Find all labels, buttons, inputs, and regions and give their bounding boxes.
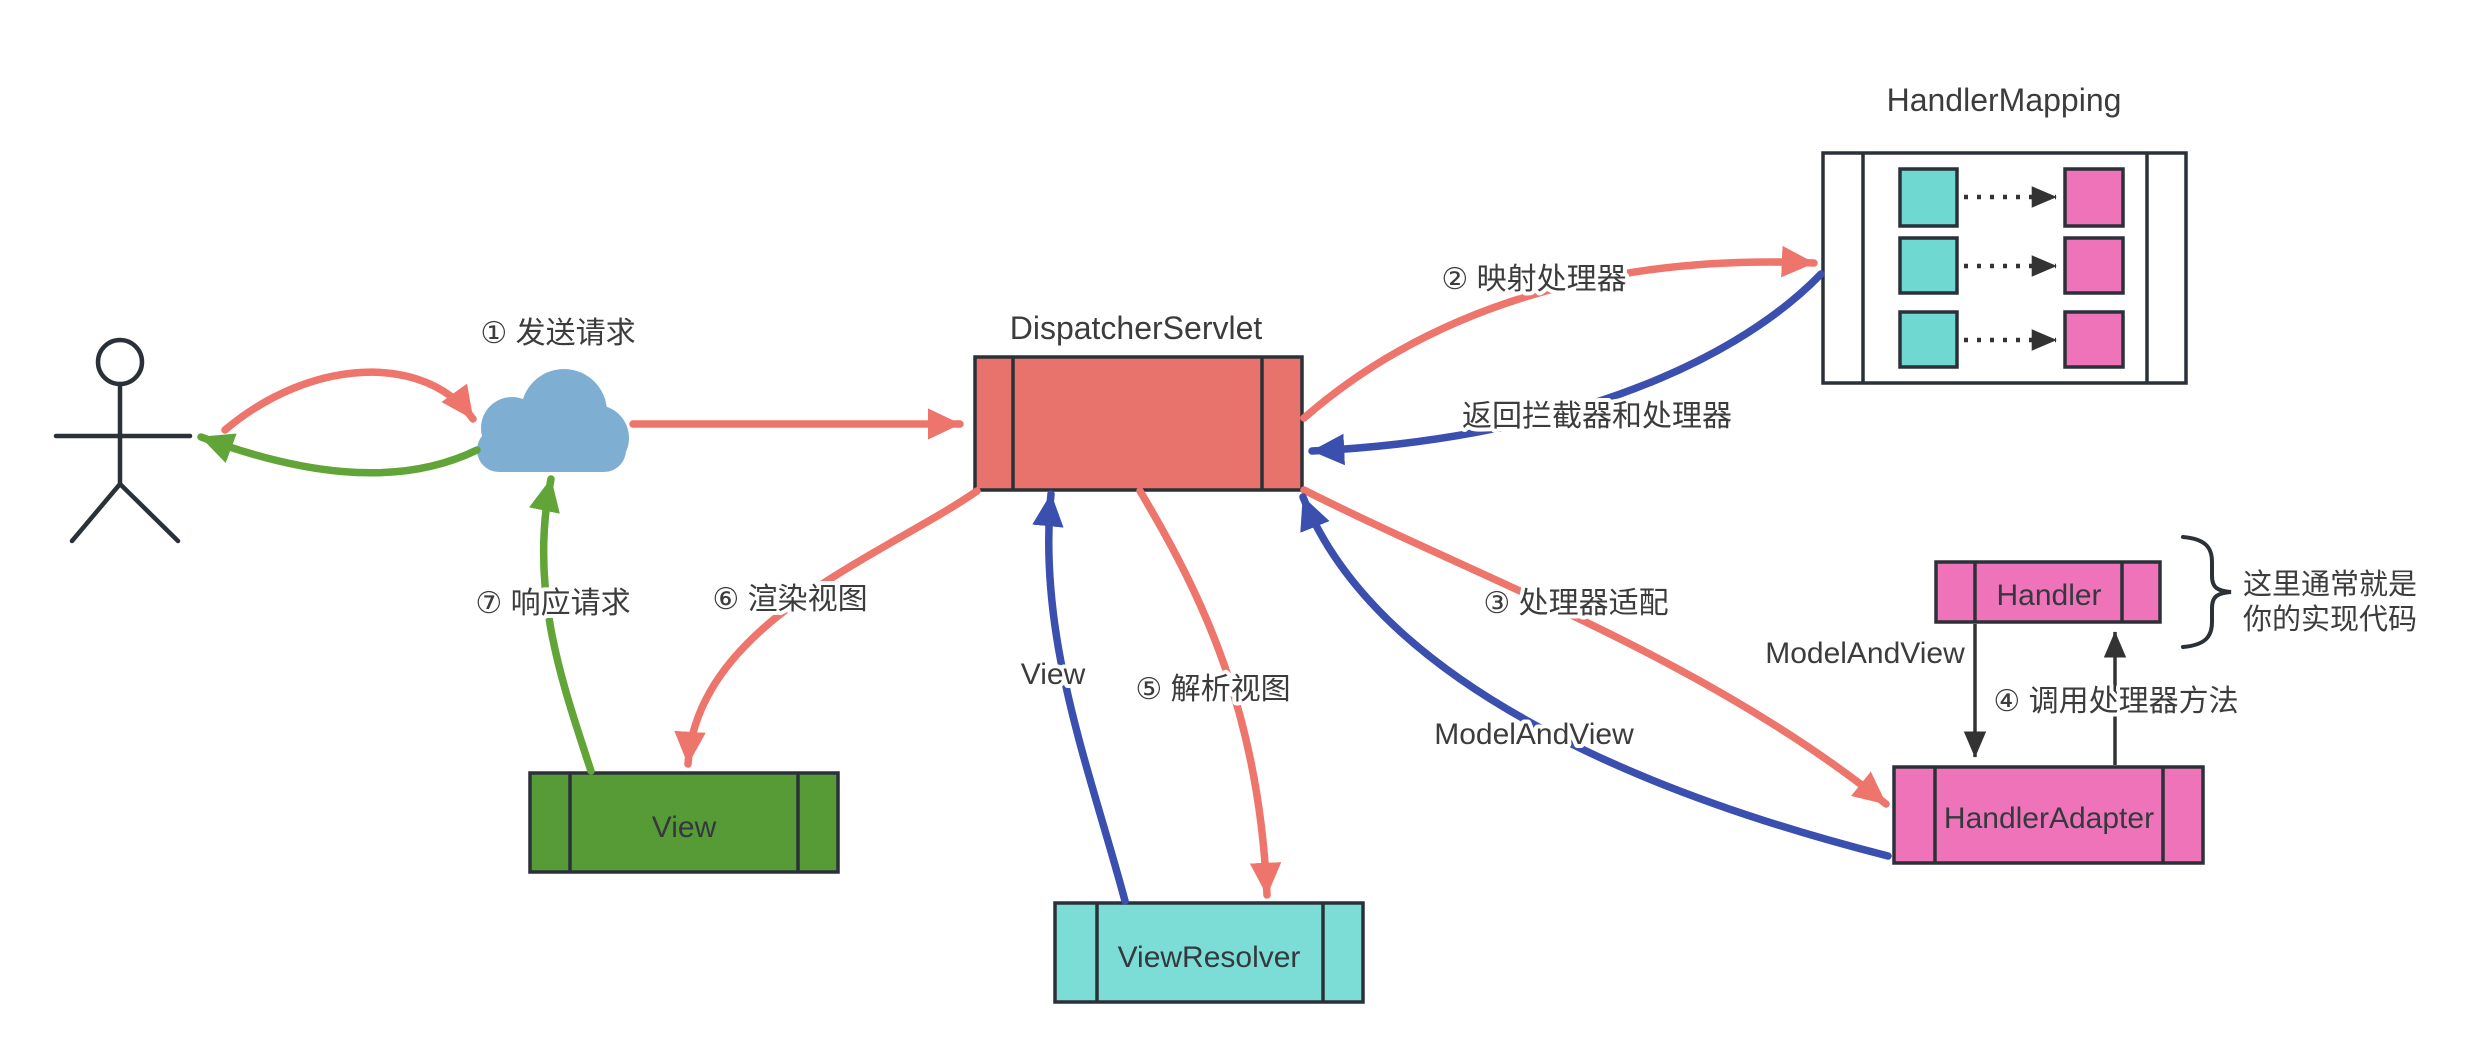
view-label: View (652, 811, 717, 844)
mapping-source-square (1898, 167, 1959, 228)
label-return-interceptor-handler: 返回拦截器和处理器 (1462, 400, 1732, 433)
node-handler-mapping: HandlerMapping (1821, 82, 2188, 385)
arrow-render-view (674, 487, 981, 768)
label-model-and-view-from-handler: ModelAndView (1765, 637, 1965, 670)
arrow-resolve-view (1136, 487, 1282, 899)
node-handler-adapter: HandlerAdapter (1892, 765, 2205, 865)
mapping-source-square (1898, 310, 1959, 369)
actor-leg-right (117, 481, 181, 544)
label-model-and-view-to-dispatcher: ModelAndView (1434, 718, 1634, 751)
mapping-target-square (2063, 236, 2125, 295)
node-handler: Handler (1934, 560, 2162, 624)
mapping-target-square (2063, 310, 2125, 369)
label-view-to-dispatcher: View (1021, 658, 1086, 691)
label-respond-request: ⑦ 响应请求 (475, 587, 630, 620)
cloud-base (477, 428, 626, 472)
handler-mapping-box (1821, 151, 2188, 385)
arrow-respond-request (529, 475, 595, 775)
dispatcher-servlet-box (973, 355, 1304, 492)
label-adapt-handler: ③ 处理器适配 (1483, 587, 1668, 620)
request-cloud-icon (477, 369, 629, 472)
actor-leg-left (69, 481, 123, 544)
mapping-row-2 (1898, 236, 2125, 295)
brace-icon (2181, 535, 2232, 649)
mapping-row-3 (1898, 310, 2125, 369)
arrow-return-interceptor-handler (1308, 270, 1825, 466)
arrow-send-request (221, 368, 477, 434)
view-resolver-label: ViewResolver (1118, 941, 1301, 974)
label-map-handler: ② 映射处理器 (1441, 263, 1626, 296)
dispatcher-servlet-title: DispatcherServlet (1010, 310, 1263, 346)
node-dispatcher-servlet: DispatcherServlet (973, 310, 1304, 492)
handler-adapter-label: HandlerAdapter (1944, 802, 2154, 835)
actor-head (95, 337, 145, 387)
mapping-row-1 (1898, 167, 2125, 228)
view-resolver-box (1053, 901, 1365, 1004)
arrow-view-to-dispatcher (1032, 490, 1129, 905)
label-render-view: ⑥ 渲染视图 (712, 583, 867, 616)
node-view-resolver: ViewResolver (1053, 901, 1365, 1004)
note-line-2: 你的实现代码 (2243, 603, 2417, 636)
arrow-adapt-handler (1300, 486, 1890, 808)
arrow-model-and-view-to-dispatcher (1299, 493, 1892, 860)
mapping-source-square (1898, 236, 1959, 295)
label-invoke-handler-method: ④ 调用处理器方法 (1993, 685, 2238, 718)
arrow-response-to-user (197, 433, 481, 477)
handler-mapping-title: HandlerMapping (1887, 82, 2122, 118)
node-view: View (528, 771, 840, 874)
view-box (528, 771, 840, 874)
label-send-request: ① 发送请求 (480, 317, 635, 350)
arrow-map-handler (1300, 245, 1818, 422)
label-resolve-view: ⑤ 解析视图 (1135, 673, 1290, 706)
user-actor-icon (53, 337, 193, 544)
handler-label: Handler (1996, 579, 2101, 612)
handler-adapter-box (1892, 765, 2205, 865)
mapping-target-square (2063, 167, 2125, 228)
note-line-1: 这里通常就是 (2243, 568, 2417, 601)
